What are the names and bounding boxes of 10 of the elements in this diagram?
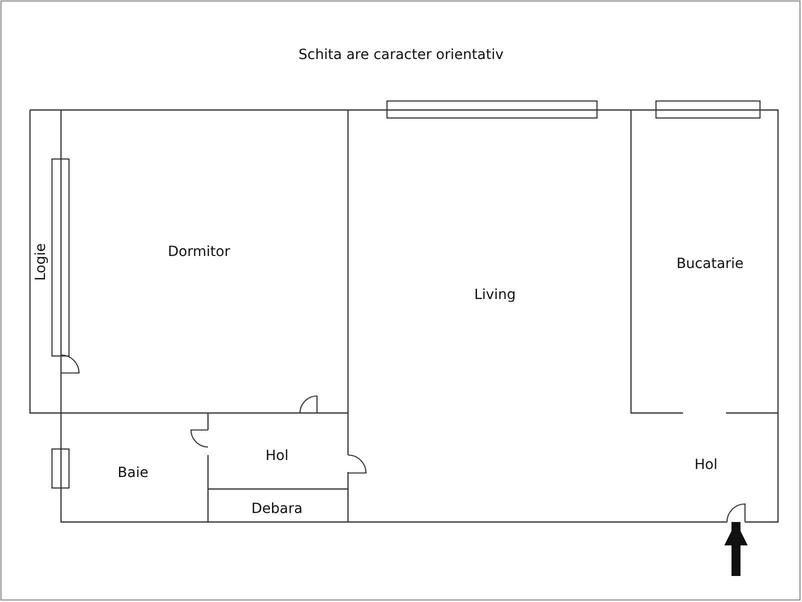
- room-label: Hol: [694, 457, 718, 473]
- room-label: Hol: [266, 448, 288, 464]
- room-label: Dormitor: [168, 244, 230, 260]
- room-label: Living: [474, 287, 516, 303]
- room-label: Debara: [251, 501, 303, 517]
- entrance-arrow: [724, 522, 748, 576]
- room-label: Logie: [33, 242, 49, 280]
- title: Schita are caracter orientativ: [298, 47, 504, 63]
- room-label: Bucatarie: [676, 256, 744, 272]
- room-label: Baie: [118, 465, 148, 481]
